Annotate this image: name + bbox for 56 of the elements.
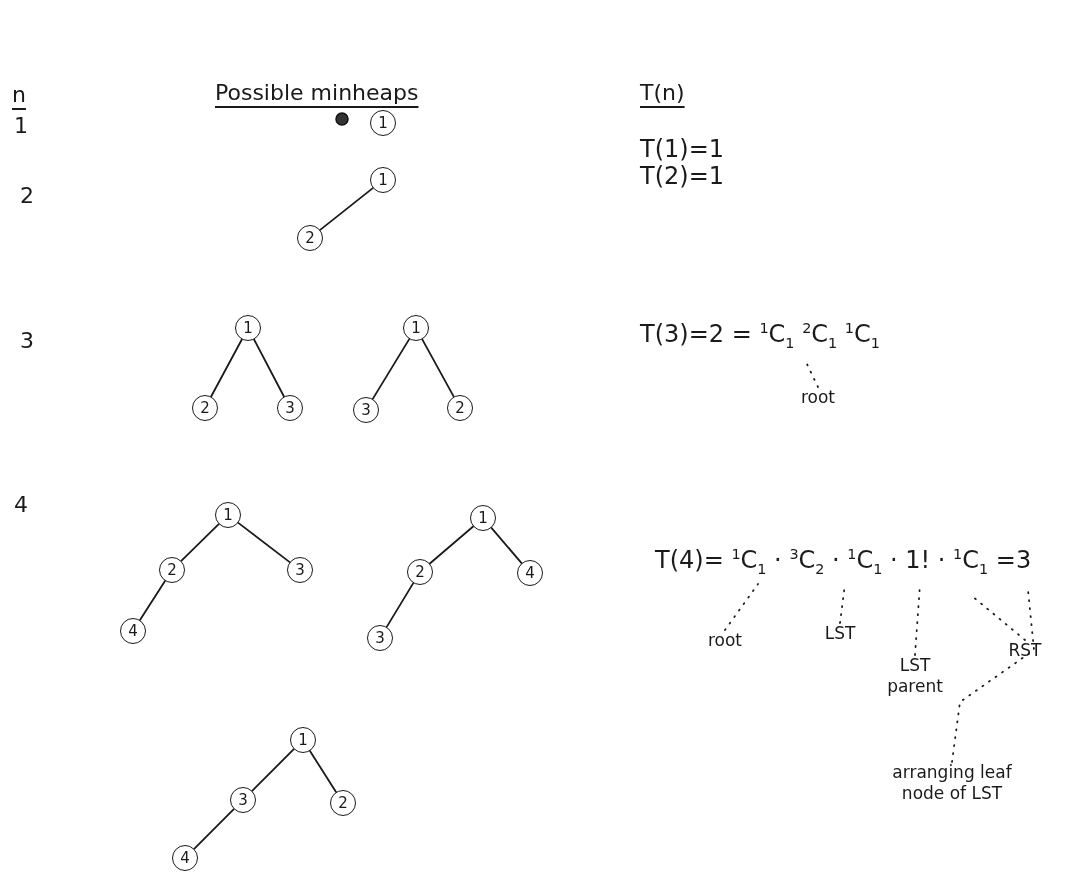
variable-label: n bbox=[12, 82, 26, 107]
heap-node: 1 bbox=[215, 502, 241, 528]
heap-node: 3 bbox=[367, 625, 393, 651]
tree-edge bbox=[210, 338, 243, 398]
formula: T(4)= $^{1}$C$_{1}$ · $^{3}$C$_{2}$ · $^{1}$C$_{1}$ · 1! · $^{1}$C$_{1}$ =3 bbox=[655, 546, 1032, 577]
annotation: LST bbox=[815, 623, 865, 645]
tree-edge bbox=[421, 338, 455, 398]
heap-node: 1 bbox=[290, 727, 316, 753]
heading: Possible minheaps bbox=[215, 80, 419, 105]
formula: T(3)=2 = $^{1}$C$_{1}$ $^{2}$C$_{1}$ $^{1}$C$_{1}$ bbox=[640, 320, 880, 351]
annotation: LST parent bbox=[880, 655, 950, 698]
heap-node: 2 bbox=[192, 395, 218, 421]
tree-edge bbox=[251, 748, 295, 792]
heap-node: 2 bbox=[330, 790, 356, 816]
annotation: RST bbox=[1000, 640, 1050, 662]
heap-node: 3 bbox=[230, 787, 256, 813]
heap-node: 2 bbox=[159, 557, 185, 583]
leader-line bbox=[805, 361, 819, 388]
tree-edge bbox=[319, 187, 374, 231]
heap-node: 4 bbox=[120, 618, 146, 644]
tree-edge bbox=[385, 582, 415, 628]
tree-edge bbox=[180, 523, 220, 562]
tree-edge bbox=[193, 808, 235, 850]
heap-node: 2 bbox=[407, 559, 433, 585]
tree-edge bbox=[237, 522, 291, 563]
formula: T(1)=1 bbox=[640, 135, 725, 163]
heap-node: 4 bbox=[172, 845, 198, 871]
heap-node: 2 bbox=[297, 225, 323, 251]
row-label: 1 bbox=[14, 113, 28, 138]
annotation: root bbox=[788, 387, 848, 409]
heap-node: 1 bbox=[235, 315, 261, 341]
tree-edge bbox=[253, 338, 285, 398]
formula: T(2)=1 bbox=[640, 162, 725, 190]
heap-node: 1 bbox=[370, 110, 396, 136]
leader-line bbox=[724, 583, 759, 631]
tree-edge bbox=[139, 580, 166, 621]
row-label: 3 bbox=[20, 328, 34, 353]
heap-node: 3 bbox=[353, 397, 379, 423]
leader-line bbox=[951, 589, 1035, 763]
row-label: 4 bbox=[14, 492, 28, 517]
heap-node: 3 bbox=[277, 395, 303, 421]
heap-node: 4 bbox=[517, 560, 543, 586]
tree-edge bbox=[428, 525, 475, 565]
tree-edge bbox=[371, 338, 411, 400]
leader-line bbox=[971, 595, 1026, 641]
heading: T(n) bbox=[640, 80, 685, 105]
heap-node: 1 bbox=[403, 315, 429, 341]
heap-node: 2 bbox=[447, 395, 473, 421]
tree-edge bbox=[490, 527, 523, 564]
heap-node: 3 bbox=[287, 557, 313, 583]
tree-edge bbox=[309, 750, 337, 793]
annotation: arranging leaf node of LST bbox=[882, 762, 1022, 805]
annotation: root bbox=[700, 630, 750, 652]
heap-node: 1 bbox=[370, 167, 396, 193]
row-label: 2 bbox=[20, 183, 34, 208]
heap-node: 1 bbox=[470, 505, 496, 531]
